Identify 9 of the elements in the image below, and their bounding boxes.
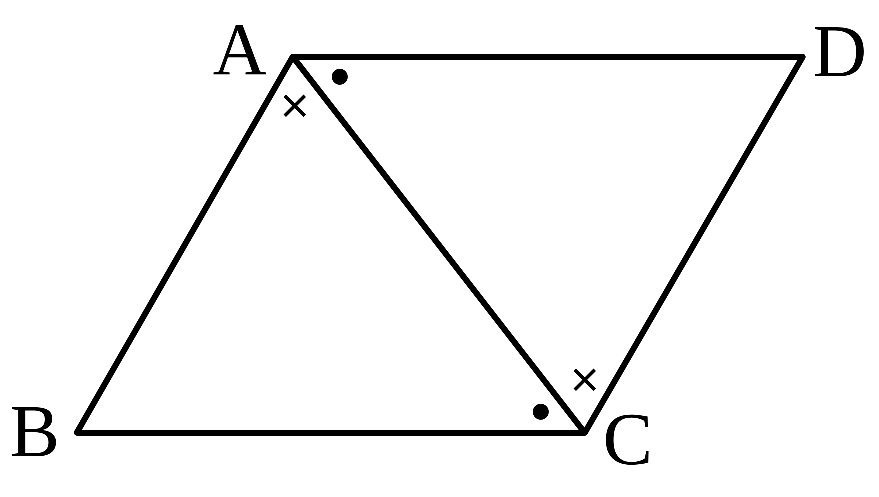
line-segment xyxy=(290,54,588,436)
vertex-label: C xyxy=(606,414,649,466)
line-segment xyxy=(74,430,588,436)
line-segment xyxy=(290,54,806,60)
vertex-label: B xyxy=(12,407,56,457)
vertex-label: A xyxy=(214,25,266,75)
vertex-label: D xyxy=(815,27,864,77)
line-segment xyxy=(74,54,296,436)
line-segment xyxy=(582,54,806,436)
